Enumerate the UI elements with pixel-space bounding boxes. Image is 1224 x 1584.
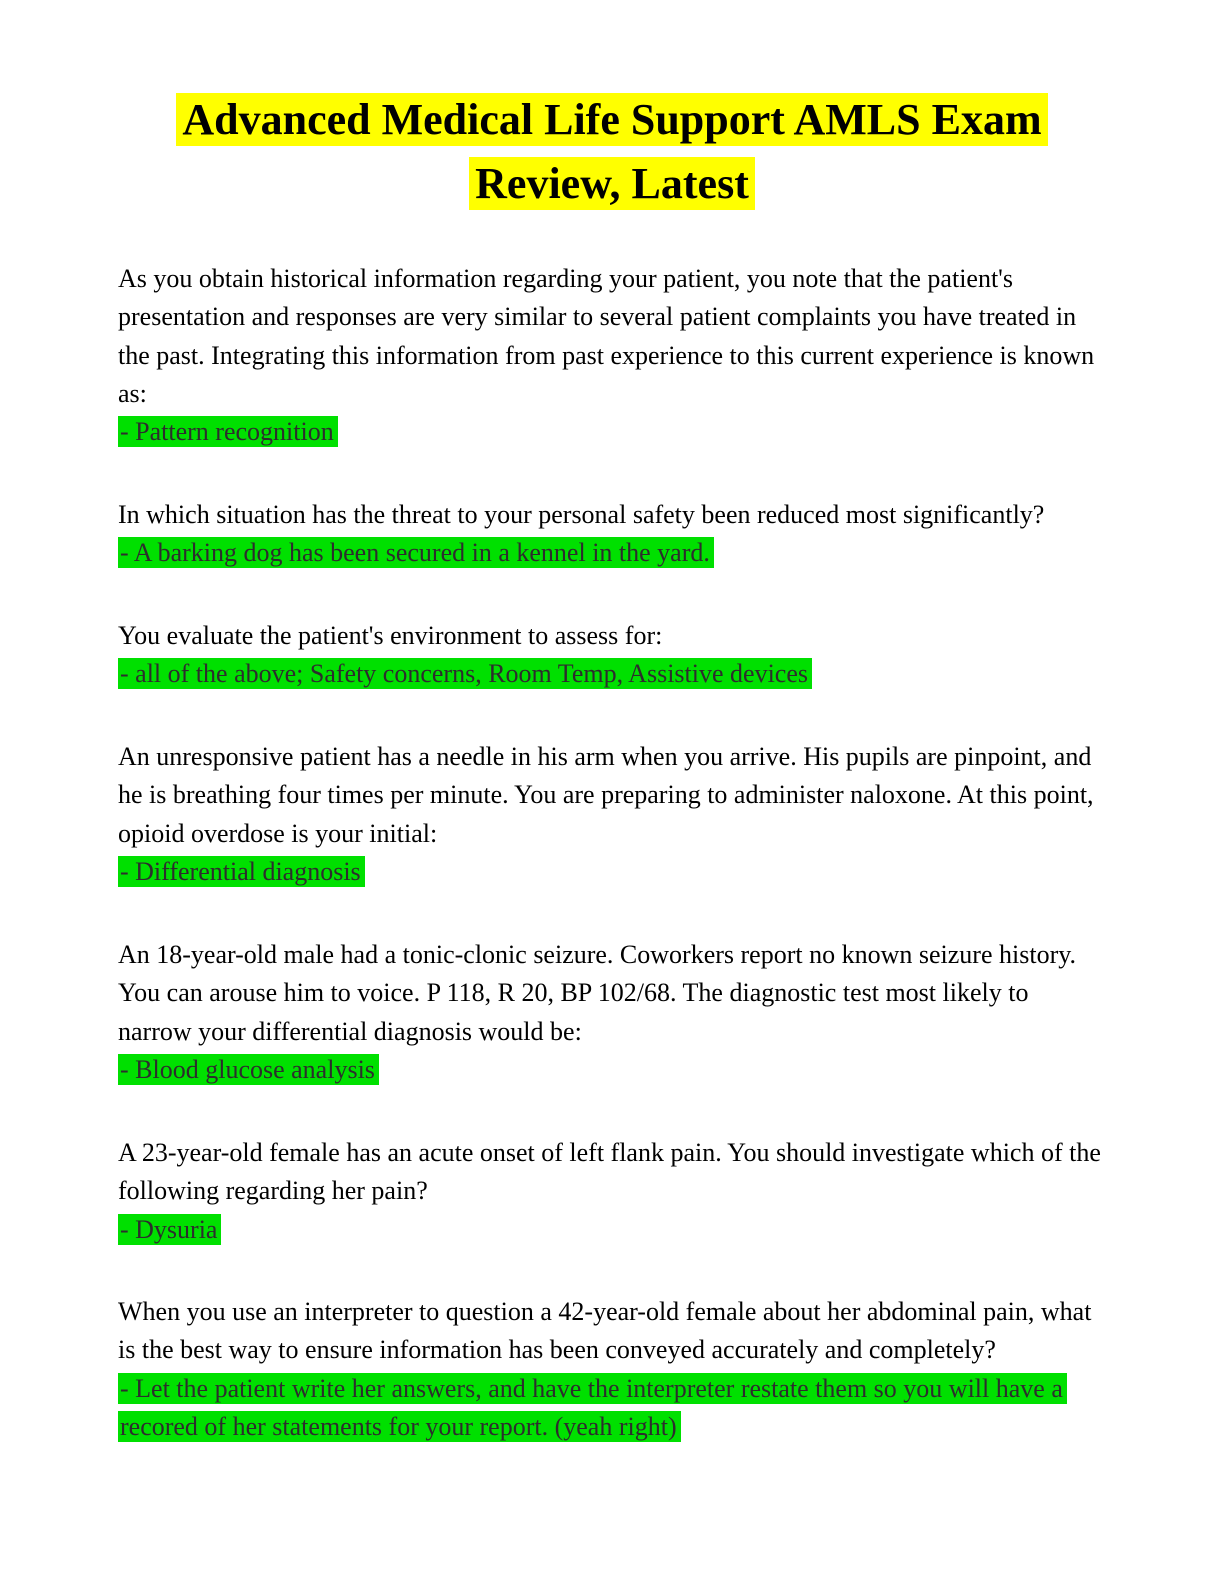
answer-text: - all of the above; Safety concerns, Roo… <box>118 658 812 690</box>
qa-block: An unresponsive patient has a needle in … <box>118 738 1106 892</box>
question-text: An unresponsive patient has a needle in … <box>118 741 1094 848</box>
answer-text: - Differential diagnosis <box>118 856 365 888</box>
qa-block: In which situation has the threat to you… <box>118 496 1106 573</box>
answer-text: - A barking dog has been secured in a ke… <box>118 537 714 569</box>
answer-text: - Blood glucose analysis <box>118 1054 379 1086</box>
answer-line: - Pattern recognition <box>118 413 1106 451</box>
qa-block: You evaluate the patient's environment t… <box>118 617 1106 694</box>
answer-text: - Dysuria <box>118 1213 222 1245</box>
answer-text: - Pattern recognition <box>118 416 338 448</box>
answer-line: - A barking dog has been secured in a ke… <box>118 534 1106 572</box>
question-text: As you obtain historical information reg… <box>118 263 1095 408</box>
answer-line: - Let the patient write her answers, and… <box>118 1370 1106 1447</box>
qa-block: An 18-year-old male had a tonic-clonic s… <box>118 936 1106 1090</box>
question-text: In which situation has the threat to you… <box>118 499 1045 529</box>
page-title-highlight: Advanced Medical Life Support AMLS Exam … <box>176 93 1048 210</box>
qa-block: When you use an interpreter to question … <box>118 1293 1106 1447</box>
question-text: A 23-year-old female has an acute onset … <box>118 1137 1101 1206</box>
question-text: When you use an interpreter to question … <box>118 1296 1092 1365</box>
qa-block: A 23-year-old female has an acute onset … <box>118 1134 1106 1249</box>
answer-text: - Let the patient write her answers, and… <box>118 1372 1067 1443</box>
answer-line: - Blood glucose analysis <box>118 1051 1106 1089</box>
page-title: Advanced Medical Life Support AMLS Exam … <box>118 88 1106 216</box>
qa-block: As you obtain historical information reg… <box>118 260 1106 452</box>
answer-line: - Dysuria <box>118 1211 1106 1249</box>
answer-line: - all of the above; Safety concerns, Roo… <box>118 655 1106 693</box>
question-text: An 18-year-old male had a tonic-clonic s… <box>118 939 1077 1046</box>
answer-line: - Differential diagnosis <box>118 853 1106 891</box>
question-text: You evaluate the patient's environment t… <box>118 620 663 650</box>
